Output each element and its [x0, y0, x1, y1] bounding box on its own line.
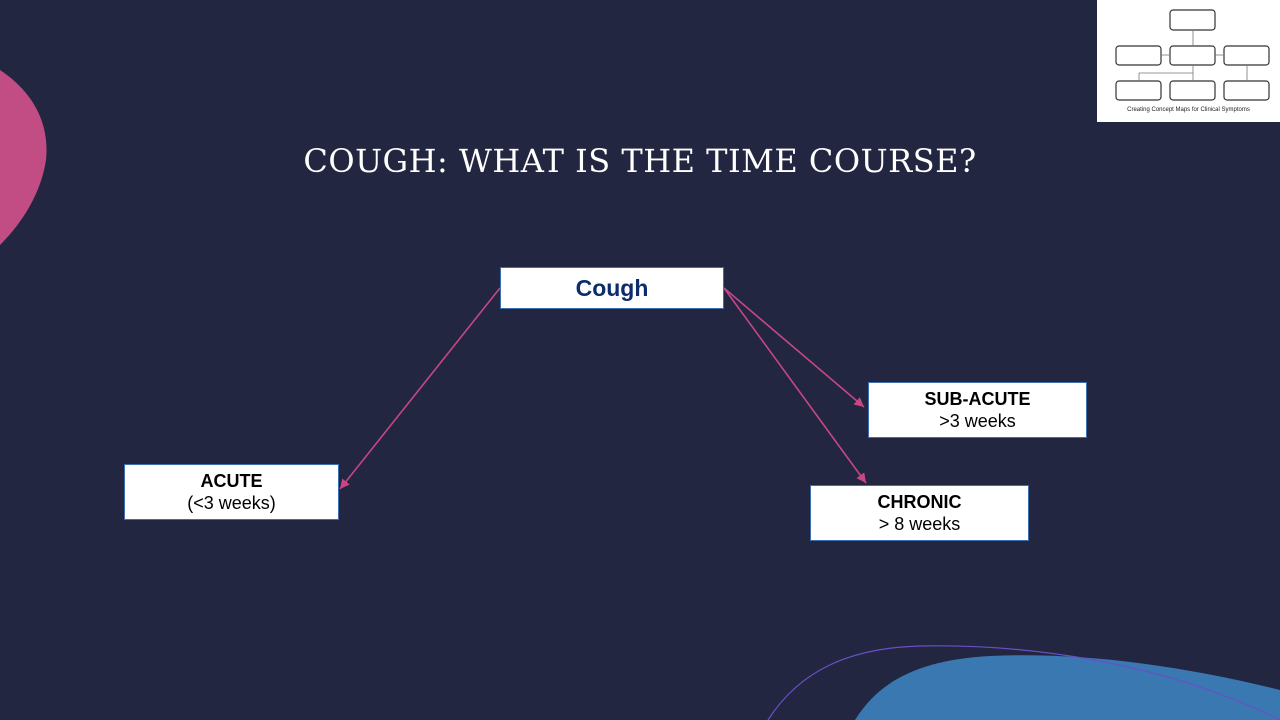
logo-caption: Creating Concept Maps for Clinical Sympt… — [1127, 107, 1250, 113]
purple-curve-line — [767, 645, 1280, 720]
node-subacute: SUB-ACUTE >3 weeks — [868, 382, 1087, 438]
arrow-cough-to-subacute — [723, 287, 865, 408]
node-chronic-label: CHRONIC — [877, 492, 962, 512]
node-chronic-detail: > 8 weeks — [878, 514, 961, 534]
node-acute-label: ACUTE — [200, 471, 263, 491]
node-subacute-detail: >3 weeks — [939, 411, 1016, 431]
node-acute: ACUTE (<3 weeks) — [124, 464, 339, 520]
node-cough-label: Cough — [575, 275, 649, 301]
node-subacute-label: SUB-ACUTE — [924, 389, 1031, 409]
node-acute-detail: (<3 weeks) — [187, 493, 276, 513]
arrow-cough-to-acute — [339, 287, 501, 490]
pink-blob-shape — [0, 70, 47, 245]
arrow-cough-to-chronic — [723, 287, 867, 484]
node-cough: Cough — [500, 267, 724, 309]
node-chronic: CHRONIC > 8 weeks — [810, 485, 1029, 541]
slide-title: COUGH: WHAT IS THE TIME COURSE? — [303, 142, 977, 180]
blue-blob-shape — [855, 655, 1280, 720]
concept-map-logo-graphic — [1115, 9, 1270, 101]
concept-map-logo: Creating Concept Maps for Clinical Sympt… — [1097, 0, 1280, 122]
